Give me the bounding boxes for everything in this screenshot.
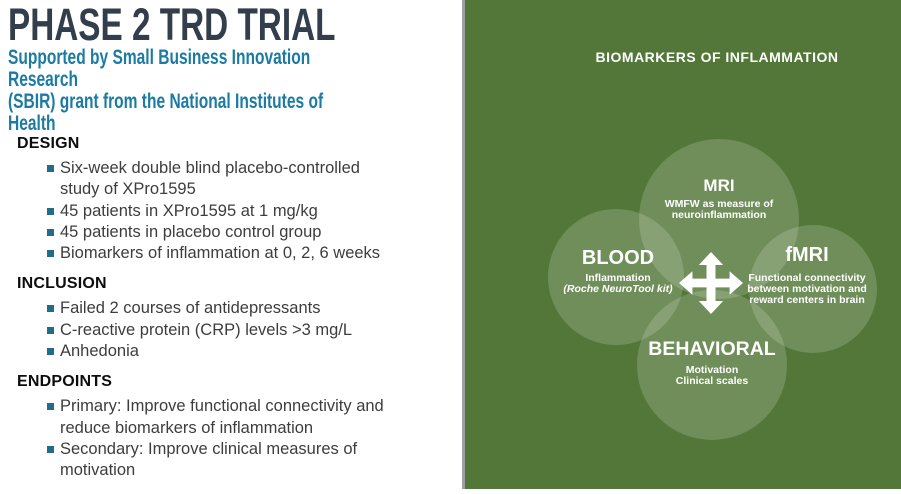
list-item: Primary: Improve functional connectivity… (17, 396, 457, 439)
mri-title: MRI (703, 176, 735, 195)
behavioral-label: BEHAVIORAL Motivation Clinical scales (622, 339, 802, 387)
behavioral-circle (637, 290, 787, 440)
venn-diagram: MRI WMFW as measure of neuroinflammation… (465, 0, 901, 489)
bullet-square-icon (47, 228, 54, 236)
blood-label: BLOOD Inflammation (Roche NeuroTool kit) (528, 248, 708, 295)
bullet-sections: DESIGN Six-week double blind placebo-cont… (17, 136, 457, 494)
list-item: Secondary: Improve clinical measures of … (17, 439, 457, 482)
behavioral-subtext: Motivation Clinical scales (675, 364, 749, 387)
page-title: PHASE 2 TRD TRIAL (8, 0, 336, 50)
fmri-label: fMRI Functional connectivity between mot… (717, 244, 897, 306)
section-title: INCLUSION (17, 275, 107, 293)
blood-title: BLOOD (581, 247, 655, 269)
list-item-text: Biomarkers of inflammation at 0, 2, 6 we… (60, 244, 381, 263)
list-item: Biomarkers of inflammation at 0, 2, 6 we… (17, 243, 457, 264)
list-item-text: Primary: Improve functional connectivity… (60, 397, 384, 437)
list-item: Anhedonia (17, 341, 457, 362)
list-item: C-reactive protein (CRP) levels >3 mg/L (17, 320, 457, 341)
mri-subtext: WMFW as measure of neuroinflammation (664, 198, 774, 221)
list-item: 45 patients in XPro1595 at 1 mg/kg (17, 201, 457, 222)
fmri-subtext: Functional connectivity between motivati… (747, 272, 867, 306)
mri-label: MRI WMFW as measure of neuroinflammation (639, 176, 799, 221)
mri-circle (639, 139, 799, 299)
list-item-text: C-reactive protein (CRP) levels >3 mg/L (60, 320, 353, 339)
biomarkers-panel: BIOMARKERS OF INFLAMMATION MRI WMFW as m… (462, 0, 901, 489)
blood-subtext: Inflammation (585, 272, 651, 284)
bullet-square-icon (47, 445, 54, 453)
slide-left-column: PHASE 2 TRD TRIAL Supported by Small Bus… (8, 0, 384, 480)
panel-title: BIOMARKERS OF INFLAMMATION (595, 49, 839, 65)
bullet-square-icon (47, 250, 54, 258)
blood-circle (548, 209, 684, 345)
bullet-square-icon (47, 326, 54, 334)
bullet-square-icon (47, 348, 54, 356)
four-way-arrow-icon (679, 252, 743, 314)
list-item-text: 45 patients in XPro1595 at 1 mg/kg (60, 201, 318, 220)
list-item-text: Failed 2 courses of antidepressants (60, 299, 321, 318)
page-subtitle: Supported by Small Business Innovation R… (8, 46, 324, 135)
bullet-square-icon (47, 403, 54, 411)
bullet-square-icon (47, 305, 54, 313)
fmri-title: fMRI (785, 244, 829, 266)
fmri-circle (749, 225, 877, 353)
list-item-text: Anhedonia (60, 342, 139, 361)
behavioral-title: BEHAVIORAL (648, 338, 776, 360)
section-endpoints: ENDPOINTS Primary: Improve functional con… (17, 374, 457, 481)
bullet-square-icon (47, 165, 54, 172)
list-item: Six-week double blind placebo-controlled… (17, 158, 457, 201)
section-title: ENDPOINTS (17, 373, 113, 391)
section-title: DESIGN (17, 135, 80, 152)
list-item-text: 45 patients in placebo control group (60, 222, 322, 241)
list-item-text: Six-week double blind placebo-controlled… (60, 159, 360, 199)
section-inclusion: INCLUSION Failed 2 courses of antidepress… (17, 276, 457, 362)
list-item: 45 patients in placebo control group (17, 222, 457, 243)
list-item: Failed 2 courses of antidepressants (17, 298, 457, 319)
list-item-text: Secondary: Improve clinical measures of … (60, 439, 358, 480)
bullet-square-icon (47, 207, 54, 215)
blood-subtext-italic: (Roche NeuroTool kit) (563, 282, 673, 295)
section-design: DESIGN Six-week double blind placebo-cont… (17, 136, 457, 264)
